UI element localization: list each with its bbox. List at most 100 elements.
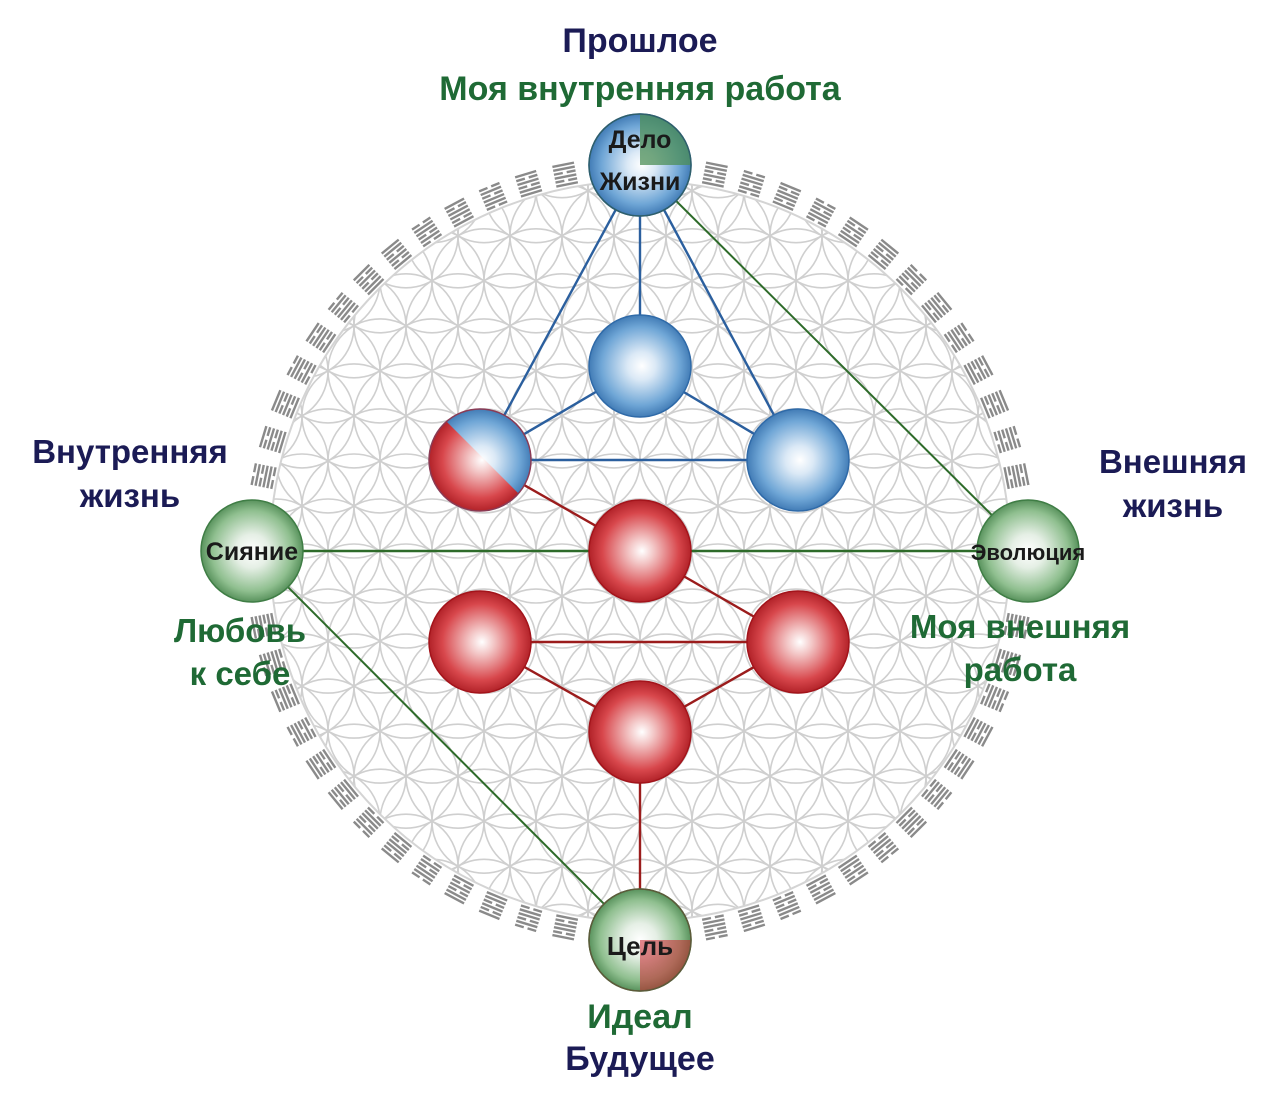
node-right: Эволюция: [971, 499, 1085, 603]
label-inner-work: Моя внутренняя работа: [439, 70, 841, 108]
label-future: Будущее: [565, 1040, 715, 1078]
hexagram-symbol: [980, 389, 1010, 419]
hexagram-symbol: [993, 648, 1022, 677]
hexagram-symbol: [772, 891, 802, 921]
label-outer-work-1: Моя внешняя: [909, 608, 1131, 645]
hexagram-symbol: [352, 806, 385, 839]
flower-circle: [925, 723, 1010, 830]
hexagram-symbol: [327, 778, 359, 811]
label-ideal: Идеал: [587, 998, 693, 1036]
hexagram-symbol: [943, 322, 975, 354]
hexagram-symbol: [250, 463, 277, 490]
node-left-label: Сияние: [206, 538, 298, 566]
hexagram-symbol: [837, 216, 869, 248]
hexagram-symbol: [258, 425, 287, 454]
node-top-label-2: Жизни: [599, 168, 681, 196]
hexagram-symbol: [286, 716, 317, 747]
hexagram-symbol: [1003, 612, 1030, 639]
hexagram-symbol: [980, 683, 1010, 713]
hexagram-symbol: [1003, 463, 1030, 490]
flower-circle: [353, 183, 459, 289]
hexagram-symbol: [327, 291, 359, 324]
hexagram-symbol: [837, 854, 869, 886]
hexagram-symbol: [478, 181, 508, 211]
red-sphere-bottom: [588, 680, 692, 784]
hexagram-symbol: [552, 914, 579, 941]
mixed-sphere-left: [428, 408, 532, 512]
label-self-love-1: Любовь: [173, 612, 307, 649]
blue-line-top-right: [638, 164, 800, 461]
hexagram-symbol: [701, 161, 728, 188]
blue-sphere-right: [746, 408, 850, 512]
hexagram-symbol: [921, 778, 953, 811]
hexagram-symbol: [258, 648, 287, 677]
node-left: Сияние: [200, 499, 304, 603]
node-top-label-1: Дело: [609, 126, 672, 154]
hexagram-symbol: [514, 169, 543, 198]
node-bottom-label: Цель: [607, 931, 673, 961]
hexagram-symbol: [352, 263, 385, 296]
hexagram-symbol: [286, 355, 317, 386]
flower-circle: [665, 903, 771, 921]
hexagram-symbol: [514, 904, 543, 933]
flower-circle: [353, 813, 459, 920]
label-past: Прошлое: [562, 22, 718, 60]
hexagram-symbol: [411, 216, 443, 248]
blue-line-top-left: [478, 164, 642, 461]
green-line-top-right: [639, 164, 1029, 552]
hexagram-symbol: [772, 181, 802, 211]
hexagram-symbol: [895, 263, 928, 296]
label-inner-life-1: Внутренняя: [32, 433, 228, 470]
hexagram-symbol: [867, 832, 900, 864]
hexagram-symbol: [250, 612, 277, 639]
hexagram-symbol: [805, 874, 836, 905]
hexagram-symbol: [963, 355, 994, 386]
label-inner-life-2: жизнь: [79, 477, 181, 514]
flower-circle: [270, 723, 355, 830]
flower-circle: [431, 858, 537, 921]
hexagram-symbol: [943, 748, 975, 780]
flower-circle: [431, 181, 537, 244]
flower-circle: [270, 272, 355, 379]
flower-circle: [925, 272, 1010, 379]
hexagram-symbol: [895, 806, 928, 839]
hexagram-symbol: [963, 716, 994, 747]
hexagram-symbol: [305, 748, 337, 780]
label-self-love-2: к себе: [189, 655, 291, 692]
flower-circle: [509, 903, 615, 921]
label-outer-life-2: жизнь: [1122, 487, 1224, 524]
flower-circle: [951, 408, 1010, 514]
flower-circle: [509, 181, 615, 199]
hexagram-symbol: [411, 854, 443, 886]
label-outer-work-2: работа: [963, 651, 1077, 688]
flower-circle: [743, 858, 849, 921]
hexagram-symbol: [444, 197, 475, 228]
flower-circle: [743, 181, 849, 244]
hexagram-symbol: [993, 425, 1022, 454]
hexagram-symbol: [737, 169, 766, 198]
hexagram-symbol: [867, 238, 900, 270]
label-outer-life-1: Внешняя: [1098, 443, 1248, 480]
green-line-left-bottom: [251, 550, 641, 941]
red-sphere-center: [588, 499, 692, 603]
flower-circle: [821, 183, 927, 289]
hexagram-symbol: [805, 197, 836, 228]
hexagram-symbol: [380, 832, 413, 864]
flower-circle: [821, 813, 927, 920]
red-sphere-right: [746, 590, 850, 694]
hexagram-symbol: [380, 238, 413, 270]
node-bottom: Цель: [588, 888, 692, 992]
hexagram-symbol: [701, 914, 728, 941]
blue-sphere-center: [588, 314, 692, 418]
flower-circle: [665, 181, 771, 199]
hexagram-symbol: [552, 161, 579, 188]
hexagram-ring: [250, 161, 1030, 941]
hexagram-symbol: [478, 891, 508, 921]
node-right-label: Эволюция: [971, 540, 1085, 565]
hexagram-symbol: [270, 683, 300, 713]
node-top: Дело Жизни: [588, 113, 692, 217]
hexagram-symbol: [921, 291, 953, 324]
hexagram-symbol: [270, 389, 300, 419]
hexagram-symbol: [444, 874, 475, 905]
